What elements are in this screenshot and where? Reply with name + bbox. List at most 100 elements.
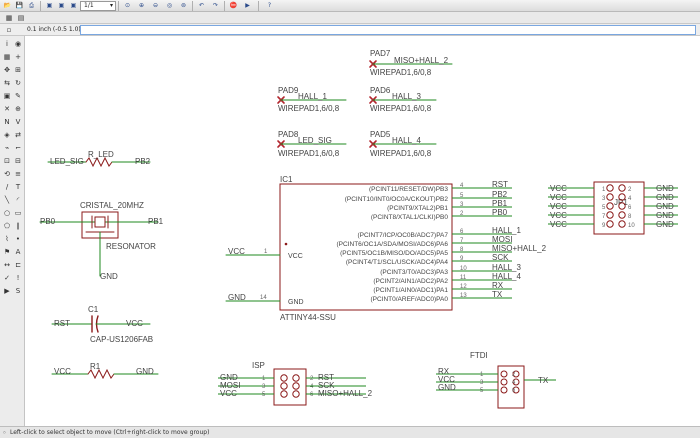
- zoom-in-icon[interactable]: ⊕: [138, 2, 145, 9]
- text-tool-icon[interactable]: T: [15, 183, 21, 191]
- ic1-attiny44[interactable]: IC1 ATTINY44-SSU VCC GND VCC GND 1 14: [225, 175, 453, 322]
- resistor-r1[interactable]: R1 VCC GND: [51, 362, 159, 380]
- label-tool-icon[interactable]: ⚑: [3, 248, 11, 256]
- group-tool-icon[interactable]: ▣: [3, 92, 11, 100]
- delete-tool-icon[interactable]: ✕: [4, 105, 10, 113]
- ftdi-right-pin-number: 6: [512, 388, 516, 394]
- led-resistor[interactable]: LED_SIG R_LED PB2: [47, 150, 151, 168]
- cam-icon[interactable]: ▣: [46, 2, 53, 9]
- dimension-tool-icon[interactable]: ↔: [4, 261, 10, 269]
- tool-palette: i ◉ ▦ + ✥ ⊞ ⇆ ↻ ▣ ✎ ✕ ⊕ N V ◈ ⇄ ⌁ ⌐ ⊡ ⊟ …: [0, 36, 25, 426]
- circle-tool-icon[interactable]: ○: [3, 209, 11, 217]
- net-tool-icon[interactable]: ⌇: [5, 235, 9, 243]
- info-icon[interactable]: ▫: [6, 26, 12, 34]
- mirror-tool-icon[interactable]: ⇆: [4, 79, 10, 87]
- crystal-resonator[interactable]: CRISTAL_20MHZ PB0 PB1 RESONATOR GND: [39, 201, 164, 281]
- ftdi-header[interactable]: FTDI: [470, 351, 525, 409]
- pad9-symbol[interactable]: PAD9 HALL_1 WIREPAD1,6/0,8: [277, 86, 347, 113]
- erc-tool-icon[interactable]: ✓: [4, 274, 10, 282]
- ftdi-left-pin-number: 1: [480, 372, 484, 378]
- pad8-ref: PAD8: [278, 130, 299, 139]
- redo-icon[interactable]: ↷: [212, 2, 219, 9]
- add-tool-icon[interactable]: ⊕: [15, 105, 21, 113]
- zoom-select-icon[interactable]: ⊚: [180, 2, 187, 9]
- pad7-symbol[interactable]: PAD7 MISO+HALL_2 WIREPAD1,6/0,8: [369, 49, 453, 77]
- save-icon[interactable]: 💾: [15, 2, 24, 9]
- jp1-left-pin-number: 5: [602, 205, 606, 211]
- isp-right-pin-number: 6: [310, 392, 314, 398]
- mark-tool-icon[interactable]: +: [15, 53, 21, 61]
- miter-tool-icon[interactable]: ⌐: [15, 144, 21, 152]
- sheet-select[interactable]: 1/1 ▾: [80, 1, 116, 11]
- display-tool-icon[interactable]: ▦: [3, 53, 11, 61]
- jp1-pin-left: [606, 220, 614, 228]
- change-tool-icon[interactable]: ✎: [15, 92, 21, 100]
- value-tool-icon[interactable]: V: [15, 118, 21, 126]
- ic1-gnd-net: GND: [228, 293, 246, 302]
- polygon-tool-icon[interactable]: ⬠: [3, 222, 11, 230]
- pad9-value: WIREPAD1,6/0,8: [278, 104, 340, 113]
- jp1-pin-left: [606, 184, 614, 192]
- jp1-pin-left: [606, 211, 614, 219]
- info-tool-icon[interactable]: i: [6, 40, 8, 48]
- ic1-net-label: HALL_1: [492, 226, 521, 235]
- capacitor-c1[interactable]: C1 RST VCC CAP-US1206FAB: [51, 305, 153, 344]
- sheet-icon[interactable]: ▣: [58, 2, 65, 9]
- command-input[interactable]: [80, 25, 696, 35]
- sheet-select-value: 1/1: [84, 2, 94, 9]
- name-tool-icon[interactable]: N: [4, 118, 10, 126]
- grid-icon[interactable]: ▤: [17, 14, 25, 22]
- layer-settings-icon[interactable]: ▦: [5, 14, 13, 22]
- script-tool-icon[interactable]: S: [15, 287, 21, 295]
- help-icon[interactable]: ?: [267, 2, 272, 9]
- rect-tool-icon[interactable]: ▭: [14, 209, 22, 217]
- zoom-fit-icon[interactable]: ⊙: [124, 2, 131, 9]
- pad5-symbol[interactable]: PAD5 HALL_4 WIREPAD1,6/0,8: [369, 130, 437, 158]
- jp1-pin-right: [618, 220, 626, 228]
- pinswap-tool-icon[interactable]: ⇄: [15, 131, 21, 139]
- ftdi-pin-right: [512, 386, 520, 394]
- replace-tool-icon[interactable]: ⟲: [4, 170, 10, 178]
- pad8-symbol[interactable]: PAD8 LED_SIG WIREPAD1,6/0,8: [277, 130, 347, 158]
- go-icon[interactable]: ▶: [245, 2, 250, 9]
- frame-tool-icon[interactable]: ⊏: [15, 261, 21, 269]
- show-tool-icon[interactable]: ◉: [14, 40, 22, 48]
- parameter-toolbar: ▦ ▤: [0, 12, 700, 24]
- isp-header[interactable]: ISP: [252, 361, 307, 406]
- stop-icon[interactable]: ⛔: [229, 2, 238, 9]
- ftdi-right-net: TX: [538, 376, 549, 385]
- zoom-out-icon[interactable]: ⊖: [152, 2, 159, 9]
- jp1-left-pin-number: 3: [602, 196, 606, 202]
- split-tool-icon[interactable]: ⌁: [4, 144, 10, 152]
- rotate-tool-icon[interactable]: ↻: [15, 79, 21, 87]
- undo-icon[interactable]: ↶: [198, 2, 205, 9]
- isp-left-net: MOSI: [220, 381, 240, 390]
- bus-tool-icon[interactable]: ∥: [16, 222, 20, 230]
- smash-tool-icon[interactable]: ◈: [4, 131, 10, 139]
- optimize-tool-icon[interactable]: ≡: [15, 170, 21, 178]
- arc-tool-icon[interactable]: ◜: [16, 196, 20, 204]
- print-icon[interactable]: ⎙: [29, 2, 34, 9]
- junction-tool-icon[interactable]: •: [15, 235, 21, 243]
- attribute-tool-icon[interactable]: A: [15, 248, 21, 256]
- wire-tool-icon[interactable]: /: [5, 183, 9, 191]
- copy-tool-icon[interactable]: ⊞: [15, 66, 21, 74]
- errors-tool-icon[interactable]: !: [16, 274, 20, 282]
- jp1-left-pin-number: 7: [602, 214, 606, 220]
- isp-left-pin-number: 3: [262, 384, 266, 390]
- gate-tool-icon[interactable]: ⊟: [15, 157, 21, 165]
- board-icon[interactable]: ▣: [70, 2, 77, 9]
- jp1-right-net: GND: [656, 220, 674, 229]
- open-icon[interactable]: 📂: [3, 2, 12, 9]
- zoom-redraw-icon[interactable]: ◎: [166, 2, 173, 9]
- schematic-canvas[interactable]: PAD7 MISO+HALL_2 WIREPAD1,6/0,8 PAD9 HAL…: [26, 36, 700, 426]
- line-tool-icon[interactable]: ╲: [4, 196, 10, 204]
- isp-right-pin-number: 4: [310, 384, 314, 390]
- ftdi-pin-left: [500, 386, 508, 394]
- ic1-net-label: PB0: [492, 208, 508, 217]
- pad6-symbol[interactable]: PAD6 HALL_3 WIREPAD1,6/0,8: [369, 86, 437, 113]
- invoke-tool-icon[interactable]: ⊡: [4, 157, 10, 165]
- jp1-right-pin-number: 6: [628, 205, 632, 211]
- ulp-tool-icon[interactable]: ▶: [4, 287, 10, 295]
- move-tool-icon[interactable]: ✥: [4, 66, 10, 74]
